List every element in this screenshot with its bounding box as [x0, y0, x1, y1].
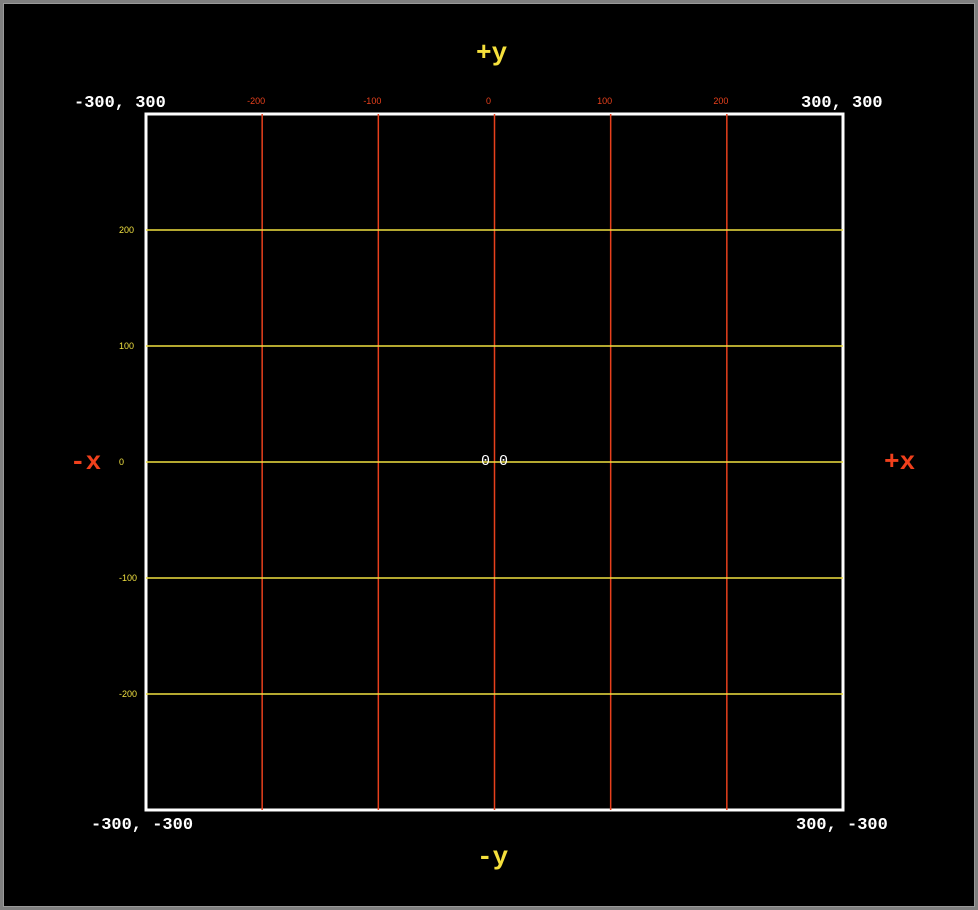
x-tick-label: 100 — [597, 96, 613, 106]
canvas-frame — [3, 3, 975, 907]
y-tick-label: 0 — [119, 456, 125, 467]
y-tick-label: 100 — [119, 340, 135, 351]
x-tick-label: -100 — [363, 96, 382, 106]
x-tick-label: -200 — [247, 96, 266, 106]
corner-bottom-right-label: 300, -300 — [796, 816, 888, 835]
y-tick-label: -100 — [119, 572, 138, 583]
corner-bottom-left-label: -300, -300 — [91, 816, 194, 835]
x-tick-label: 200 — [713, 96, 729, 106]
plus-y-label: +y — [476, 38, 508, 68]
corner-top-left-label: -300, 300 — [74, 94, 166, 113]
x-tick-label: 0 — [485, 96, 491, 106]
plus-x-label: +x — [884, 447, 916, 477]
horizontal-gridlines — [146, 229, 843, 695]
y-tick-label: -200 — [119, 688, 138, 699]
y-tick-label: 200 — [119, 224, 135, 235]
minus-y-label: -y — [477, 842, 509, 872]
origin-label: 0 0 — [481, 453, 509, 470]
corner-top-right-label: 300, 300 — [801, 94, 883, 113]
minus-x-label: -x — [70, 447, 102, 477]
